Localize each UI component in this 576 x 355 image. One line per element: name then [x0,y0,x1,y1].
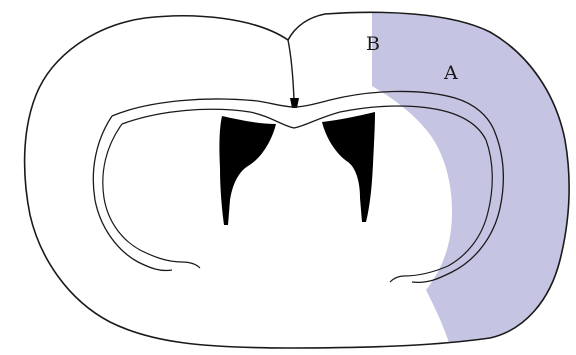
left-lateral-ventricle [219,116,276,225]
region-label-a: A [443,62,458,84]
shaded-region-a [372,10,576,355]
midline-fissure [288,40,294,100]
right-lateral-ventricle [322,112,375,222]
region-label-b: B [366,33,380,55]
left-cortex-inner-contour [93,116,172,271]
